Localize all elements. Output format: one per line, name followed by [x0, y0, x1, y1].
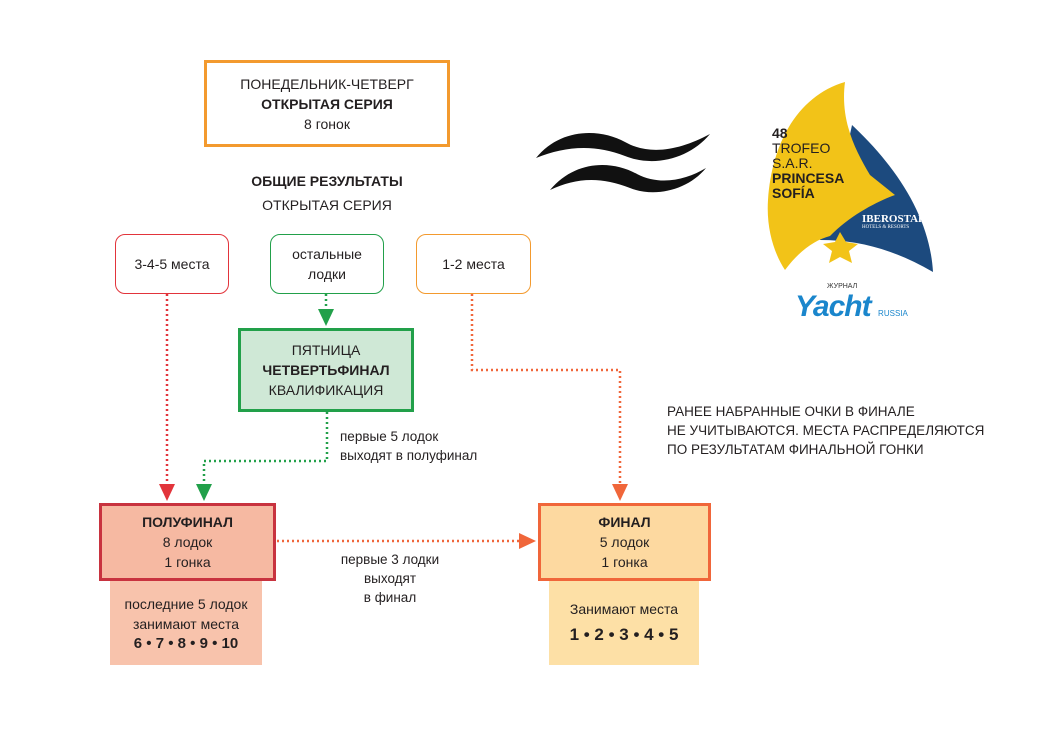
arrow-head-orange-1: [612, 484, 628, 501]
trofeo-l3: PRINCESA: [772, 170, 845, 186]
trofeo-l1: TROFEO: [772, 140, 831, 156]
semifinal-note: первые 3 лодки выходят в финал: [320, 548, 460, 608]
days-label: ПОНЕДЕЛЬНИК-ЧЕТВЕРГ: [240, 75, 414, 92]
group-345-box: 3-4-5 места: [115, 234, 229, 294]
quarterfinal-box: ПЯТНИЦА ЧЕТВЕРТЬФИНАЛ КВАЛИФИКАЦИЯ: [238, 328, 414, 412]
iberostar-logo: IBEROSTAR HOTELS & RESORTS: [862, 213, 926, 230]
arrow-head-red: [159, 484, 175, 501]
semifinal-note2: занимают места: [132, 615, 240, 632]
semifinal-title: ПОЛУФИНАЛ: [142, 514, 233, 530]
qf-note-line2: выходят в полуфинал: [340, 448, 478, 463]
final-box: ФИНАЛ 5 лодок 1 гонка: [538, 503, 711, 581]
final-rule-line1: РАНЕЕ НАБРАННЫЕ ОЧКИ В ФИНАЛЕ: [667, 404, 915, 419]
group-others-label: остальные лодки: [292, 246, 362, 282]
trofeo-number: 48: [772, 125, 788, 141]
semifinal-note1: последние 5 лодок: [124, 595, 248, 612]
arrow-head-orange-2: [519, 533, 536, 549]
semifinal-box: ПОЛУФИНАЛ 8 лодок 1 гонка: [99, 503, 276, 581]
yacht-russia-logo: ЖУРНАЛ Yacht RUSSIA: [795, 283, 908, 330]
arrow-head-green-1: [318, 309, 334, 326]
group-12-label: 1-2 места: [442, 256, 505, 272]
wave-icon: [536, 132, 710, 193]
final-rule-note: РАНЕЕ НАБРАННЫЕ ОЧКИ В ФИНАЛЕ НЕ УЧИТЫВА…: [667, 402, 984, 459]
final-rule-line2: НЕ УЧИТЫВАЮТСЯ. МЕСТА РАСПРЕДЕЛЯЮТСЯ: [667, 423, 985, 438]
sf-note-line2: выходят: [363, 570, 417, 586]
final-title: ФИНАЛ: [598, 514, 651, 530]
yacht-main: Yacht: [795, 290, 872, 323]
overall-results-title: ОБЩИЕ РЕЗУЛЬТАТЫ: [251, 173, 403, 189]
final-races: 1 гонка: [601, 554, 648, 570]
sf-note-line3: в финал: [363, 589, 417, 605]
sf-note-line1: первые 3 лодки: [340, 551, 440, 567]
group-12-box: 1-2 места: [416, 234, 531, 294]
final-results-box: Занимают места 1 • 2 • 3 • 4 • 5: [549, 578, 699, 665]
quarterfinal-subtitle: КВАЛИФИКАЦИЯ: [268, 382, 384, 398]
final-note1: Занимают места: [569, 600, 679, 617]
races-count: 8 гонок: [304, 115, 350, 132]
group-345-label: 3-4-5 места: [134, 256, 210, 272]
quarterfinal-day: ПЯТНИЦА: [291, 342, 361, 358]
trofeo-l4: SOFÍA: [772, 185, 815, 201]
quarterfinal-note: первые 5 лодок выходят в полуфинал: [340, 427, 477, 465]
trofeo-princesa-sofia-logo: [767, 82, 933, 272]
iberostar-name: IBEROSTAR: [862, 213, 926, 225]
connector-12-to-final: [470, 294, 622, 486]
quarterfinal-title: ЧЕТВЕРТЬФИНАЛ: [262, 362, 390, 378]
qf-note-line1: первые 5 лодок: [340, 429, 439, 444]
arrow-head-green-2: [196, 484, 212, 501]
connector-quarterfinal-to-semifinal: [202, 412, 329, 486]
yacht-top: ЖУРНАЛ: [827, 283, 858, 290]
trofeo-l2: S.A.R.: [772, 155, 813, 171]
overall-results-subtitle: ОТКРЫТАЯ СЕРИЯ: [262, 197, 392, 213]
trofeo-logo-text: 48 TROFEO S.A.R. PRINCESA SOFÍA: [772, 126, 844, 201]
series-title: ОТКРЫТАЯ СЕРИЯ: [261, 95, 393, 112]
semifinal-results-box: последние 5 лодок занимают места 6 • 7 •…: [110, 578, 262, 665]
group-others-box: остальные лодки: [270, 234, 384, 294]
semifinal-places: 6 • 7 • 8 • 9 • 10: [133, 634, 239, 652]
final-boats: 5 лодок: [599, 534, 650, 550]
semifinal-boats: 8 лодок: [162, 534, 213, 550]
yacht-side: RUSSIA: [878, 309, 908, 318]
iberostar-sub: HOTELS & RESORTS: [862, 225, 910, 230]
yacht-row: Yacht RUSSIA: [795, 291, 908, 330]
final-rule-line3: ПО РЕЗУЛЬТАТАМ ФИНАЛЬНОЙ ГОНКИ: [667, 442, 924, 457]
final-places: 1 • 2 • 3 • 4 • 5: [569, 624, 679, 644]
overall-results-heading: ОБЩИЕ РЕЗУЛЬТАТЫ ОТКРЫТАЯ СЕРИЯ: [200, 168, 454, 218]
semifinal-races: 1 гонка: [164, 554, 211, 570]
open-series-box: ПОНЕДЕЛЬНИК-ЧЕТВЕРГ ОТКРЫТАЯ СЕРИЯ 8 гон…: [204, 60, 450, 147]
